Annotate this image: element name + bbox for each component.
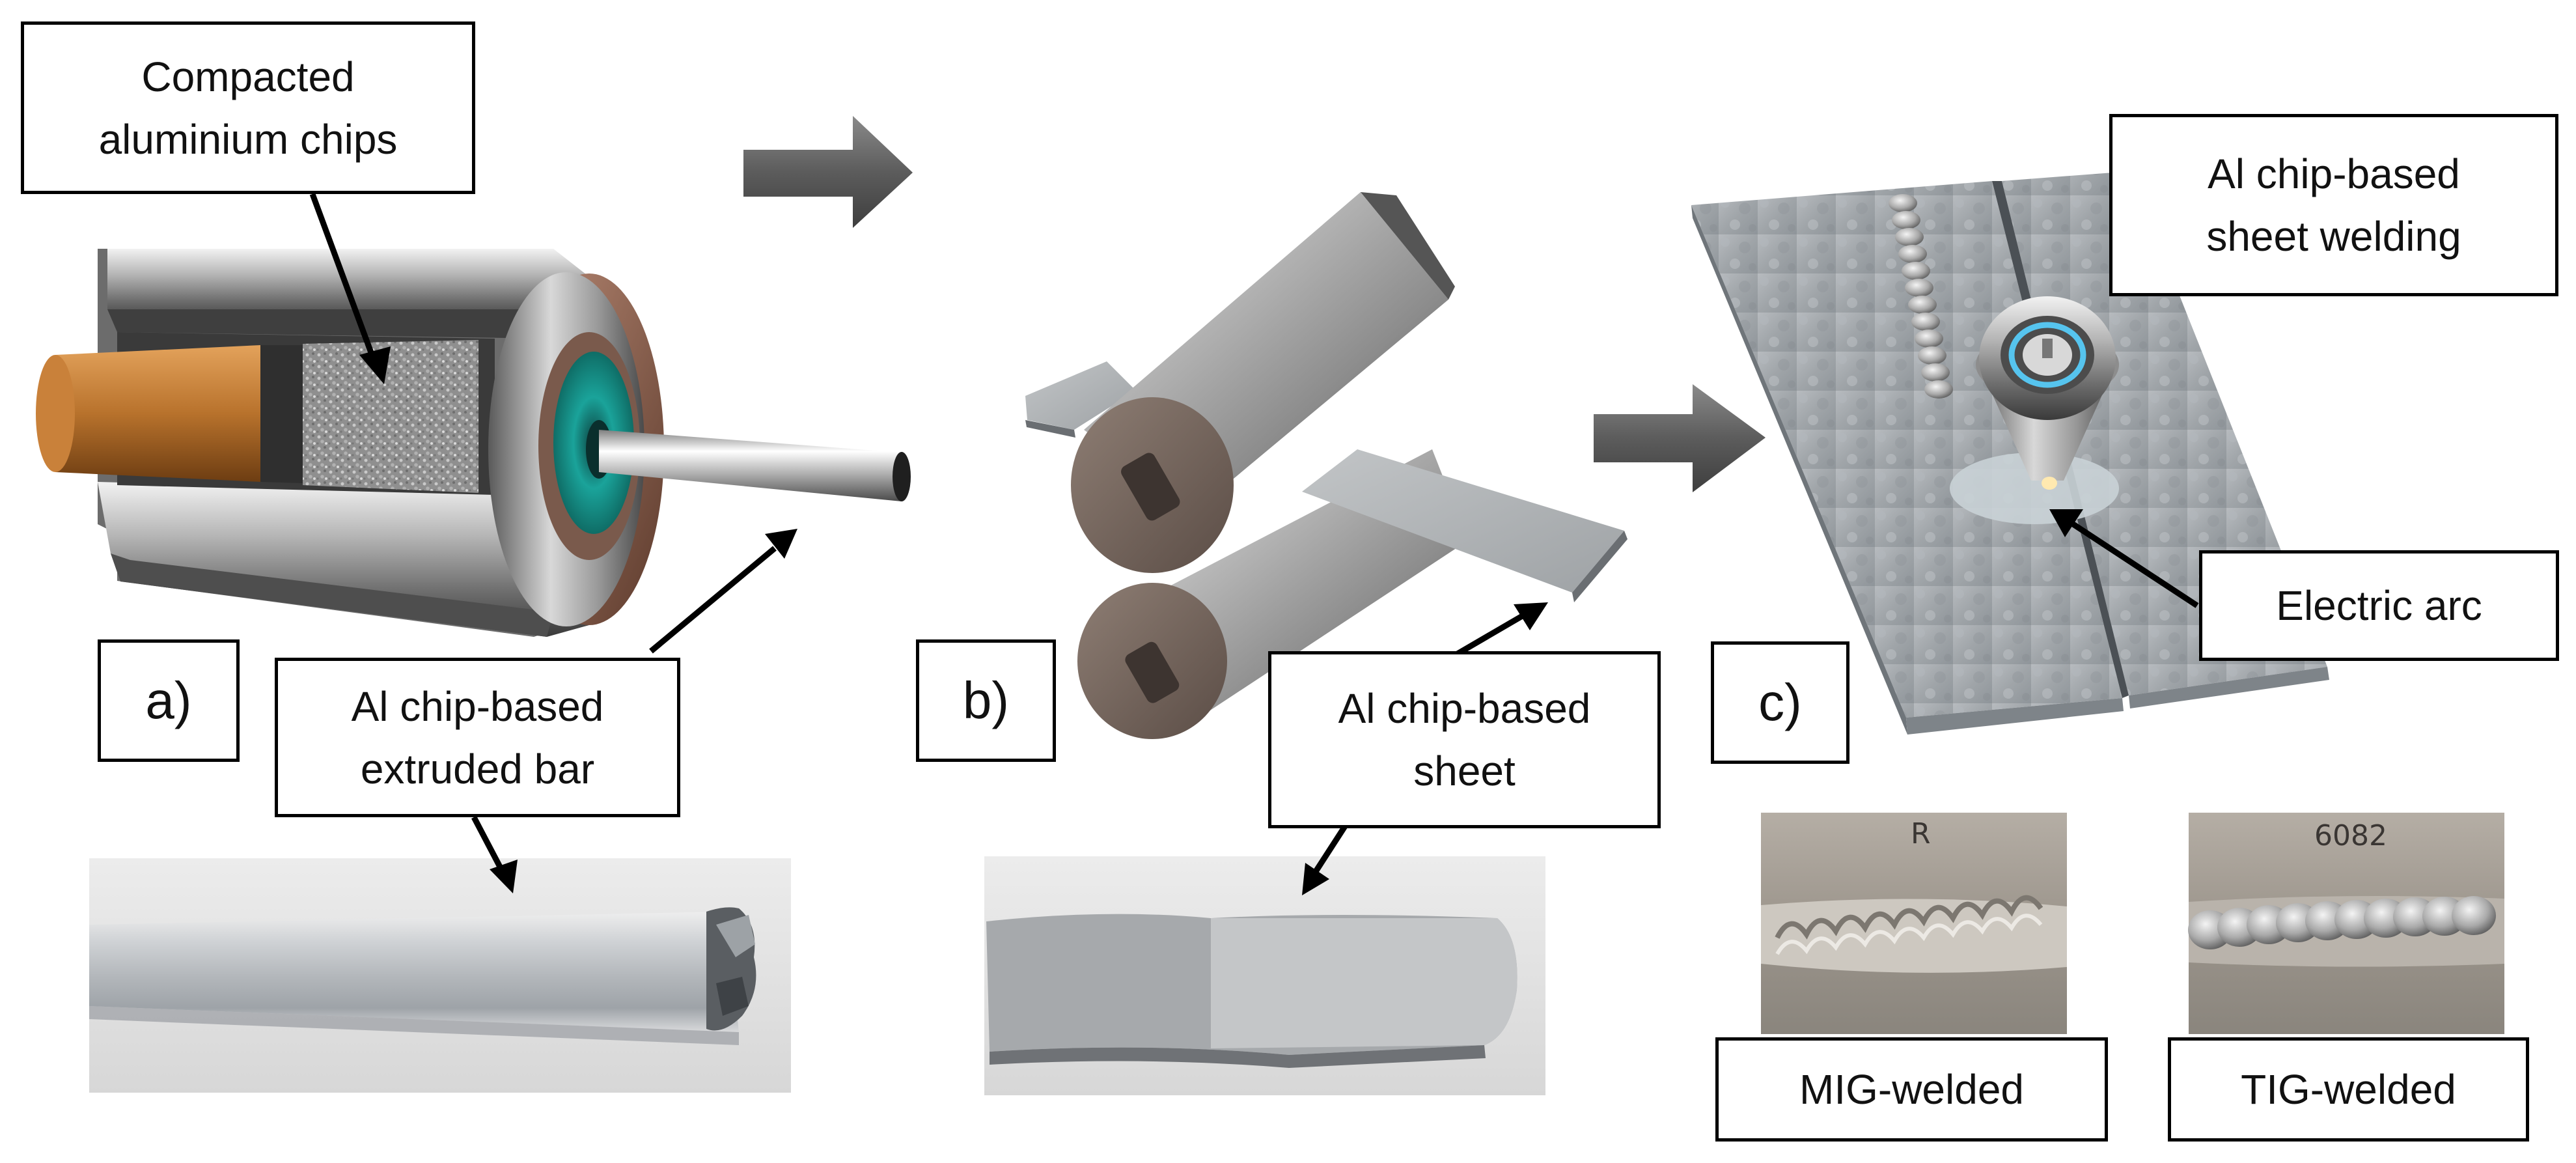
electric-arc-label: Electric arc bbox=[2199, 550, 2559, 661]
rolling-mill-illustration bbox=[1025, 192, 1627, 739]
panel-b-label: b) bbox=[916, 639, 1056, 762]
bar-photo-pointer-head bbox=[490, 860, 518, 893]
mig-photo-marking: R bbox=[1911, 817, 1931, 850]
extruded-bar-label: Al chip-based extruded bar bbox=[275, 658, 680, 817]
sheet-welding-label-line-2: sheet welding bbox=[2206, 213, 2461, 260]
compacted-chips-label: Compacted aluminium chips bbox=[21, 21, 475, 194]
sheet-photo bbox=[984, 856, 1545, 1095]
sheet-photo-pointer-head bbox=[1302, 863, 1329, 895]
sheet-pointer-head bbox=[1514, 602, 1548, 630]
sheet-label: Al chip-based sheet bbox=[1268, 651, 1661, 828]
weld-bead bbox=[1889, 194, 1953, 399]
tig-welded-label-text: TIG-welded bbox=[2241, 1066, 2456, 1113]
chips-pointer-head bbox=[359, 346, 391, 384]
sheet-label-line-2: sheet bbox=[1413, 748, 1516, 794]
panel-c-text: c) bbox=[1758, 673, 1802, 731]
panel-a-text: a) bbox=[145, 671, 192, 729]
extruded-bar-label-line-1: Al chip-based bbox=[351, 682, 604, 730]
panel-a-label: a) bbox=[98, 639, 240, 762]
chips-pointer bbox=[309, 193, 378, 363]
panel-b-text: b) bbox=[962, 671, 1010, 729]
mig-welded-label: MIG-welded bbox=[1715, 1037, 2108, 1142]
compacted-chips-label-line-1: Compacted bbox=[141, 53, 355, 100]
right-arrow-icon bbox=[1594, 384, 1766, 492]
bar-photo-pointer bbox=[471, 815, 504, 871]
sheet-welding-label: Al chip-based sheet welding bbox=[2109, 114, 2558, 296]
mig-weld-photo: R bbox=[1761, 813, 2067, 1034]
sheet-label-line-1: Al chip-based bbox=[1338, 685, 1591, 732]
tig-welded-label: TIG-welded bbox=[2168, 1037, 2529, 1142]
tig-photo-marking: 6082 bbox=[2314, 819, 2387, 852]
extruded-bar-pointer-head bbox=[765, 529, 797, 559]
extrusion-die-illustration bbox=[36, 249, 911, 637]
arc-pointer-head bbox=[2049, 509, 2083, 537]
extruded-bar-label-line-2: extruded bar bbox=[360, 745, 595, 792]
compacted-chips-label-line-2: aluminium chips bbox=[98, 115, 398, 163]
extruded-bar-photo bbox=[89, 858, 791, 1093]
mig-welded-label-text: MIG-welded bbox=[1799, 1066, 2024, 1113]
tig-weld-photo: 6082 bbox=[2188, 813, 2504, 1034]
electric-arc-label-text: Electric arc bbox=[2276, 582, 2482, 629]
arc-pointer bbox=[2068, 520, 2199, 608]
sheet-welding-label-line-1: Al chip-based bbox=[2208, 150, 2460, 197]
extruded-bar-pointer bbox=[649, 546, 777, 654]
panel-c-label: c) bbox=[1711, 641, 1849, 764]
right-arrow-icon bbox=[743, 116, 913, 228]
